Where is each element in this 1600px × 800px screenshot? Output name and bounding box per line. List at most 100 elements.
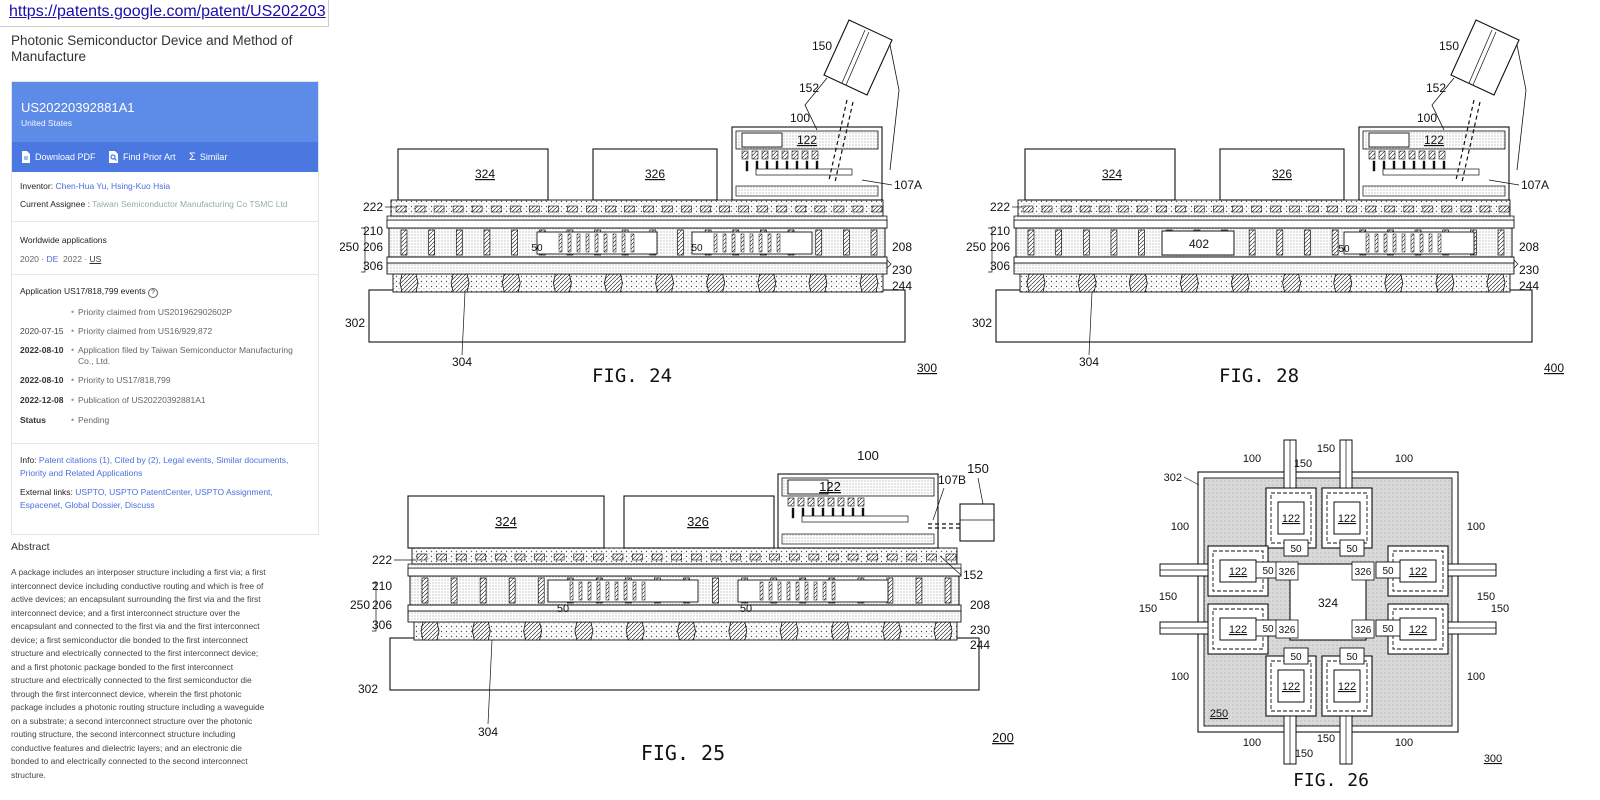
drawing-shape bbox=[569, 581, 574, 601]
reference-label: 222 bbox=[363, 200, 383, 214]
reference-label: 302 bbox=[972, 316, 992, 330]
drawing-shape bbox=[731, 233, 736, 253]
drawing-shape bbox=[407, 610, 962, 623]
info-links[interactable]: Patent citations (1), Cited by (2), Lega… bbox=[20, 455, 289, 478]
event-bullet-icon: • bbox=[71, 326, 75, 336]
reference-label: 222 bbox=[372, 553, 392, 567]
drawing-shape bbox=[1013, 262, 1515, 275]
drawing-shape bbox=[787, 497, 795, 507]
drawing-shape bbox=[548, 205, 559, 213]
solder-bump bbox=[604, 273, 623, 293]
solder-bump bbox=[933, 621, 953, 641]
reference-label: 152 bbox=[799, 81, 819, 95]
drawing-shape bbox=[713, 233, 718, 253]
drawing-shape bbox=[1388, 150, 1396, 160]
leader-line bbox=[988, 227, 993, 273]
drawing-shape bbox=[1024, 148, 1176, 201]
help-icon[interactable]: ? bbox=[148, 288, 159, 298]
drawing-shape bbox=[400, 229, 408, 256]
find-prior-art-button[interactable]: Find Prior Art bbox=[108, 151, 176, 163]
reference-label: 150 bbox=[1491, 603, 1509, 615]
worldwide-year-2022: 2022 bbox=[63, 254, 82, 264]
external-links[interactable]: USPTO, USPTO PatentCenter, USPTO Assignm… bbox=[20, 487, 273, 510]
assignee-value[interactable]: Taiwan Semiconductor Manufacturing Co TS… bbox=[92, 199, 288, 209]
leader-line bbox=[1513, 259, 1519, 269]
solder-bump bbox=[523, 621, 543, 641]
drawing-shape bbox=[1401, 233, 1406, 253]
find-prior-art-label: Find Prior Art bbox=[123, 152, 176, 162]
solder-bump bbox=[757, 273, 777, 293]
url-link[interactable]: https://patents.google.com/patent/US2022… bbox=[9, 3, 326, 20]
solder-bump bbox=[1282, 273, 1301, 293]
drawing-shape bbox=[1027, 229, 1035, 256]
drawing-shape bbox=[749, 553, 761, 561]
drawing-shape bbox=[534, 553, 545, 561]
drawing-shape bbox=[730, 553, 741, 561]
drawing-shape bbox=[857, 497, 865, 507]
drawing-shape bbox=[1375, 619, 1401, 637]
worldwide-label: Worldwide applications bbox=[20, 235, 107, 245]
info-row: Info: Patent citations (1), Cited by (2)… bbox=[20, 454, 306, 480]
drawing-shape bbox=[945, 553, 957, 561]
drawing-shape bbox=[528, 205, 540, 213]
drawing-shape bbox=[828, 553, 839, 561]
drawing-shape bbox=[1497, 229, 1505, 256]
event-text: Priority to US17/818,799 bbox=[78, 375, 171, 385]
drawing-shape bbox=[811, 150, 819, 160]
leader-line bbox=[1472, 31, 1497, 86]
inventor-label: Inventor: bbox=[20, 181, 54, 191]
leader-line bbox=[1468, 29, 1493, 84]
drawing-shape bbox=[867, 553, 878, 561]
reference-label: 250 bbox=[340, 240, 359, 254]
reference-label: 302 bbox=[358, 682, 378, 696]
drawing-shape bbox=[586, 205, 597, 213]
drawing-shape bbox=[1392, 233, 1397, 253]
drawing-shape bbox=[630, 233, 635, 253]
drawing-shape bbox=[814, 205, 826, 213]
reference-label: 402 bbox=[1189, 237, 1209, 251]
reference-label: 304 bbox=[478, 725, 498, 739]
drawing-shape bbox=[386, 262, 888, 275]
drawing-shape bbox=[1055, 229, 1062, 256]
event-date: 2020-07-15 bbox=[20, 326, 64, 336]
drawing-shape bbox=[677, 229, 684, 256]
drawing-shape bbox=[1219, 148, 1345, 201]
drawing-shape bbox=[1419, 233, 1424, 253]
drawing-shape bbox=[592, 148, 718, 201]
worldwide-link-us[interactable]: US bbox=[89, 254, 102, 264]
drawing-shape bbox=[479, 577, 487, 604]
drawing-shape bbox=[1378, 150, 1386, 160]
reference-label: 306 bbox=[990, 259, 1010, 273]
solder-bump bbox=[1077, 273, 1097, 293]
url-bar[interactable]: https://patents.google.com/patent/US2022… bbox=[0, 0, 329, 27]
drawing-shape bbox=[1382, 168, 1480, 176]
drawing-shape bbox=[671, 553, 683, 561]
similar-button[interactable]: Σ Similar bbox=[189, 151, 227, 163]
drawing-shape bbox=[621, 233, 626, 253]
drawing-shape bbox=[795, 581, 800, 601]
drawing-shape bbox=[1110, 229, 1118, 256]
reference-label: 206 bbox=[363, 240, 383, 254]
inventor-link[interactable]: Chen-Hua Yu, Hsing-Kuo Hsia bbox=[55, 181, 171, 191]
reference-label: 244 bbox=[892, 279, 912, 293]
drawing-shape bbox=[710, 553, 722, 561]
download-pdf-button[interactable]: Download PDF bbox=[21, 151, 96, 163]
drawing-shape bbox=[452, 205, 464, 213]
drawing-shape bbox=[1422, 205, 1434, 213]
drawing-shape bbox=[414, 205, 426, 213]
drawing-shape bbox=[576, 233, 581, 253]
drawing-shape bbox=[1082, 229, 1090, 256]
drawing-shape bbox=[623, 495, 775, 549]
external-links-row: External links: USPTO, USPTO PatentCente… bbox=[20, 486, 306, 512]
drawing-shape bbox=[767, 233, 772, 253]
drawing-shape bbox=[758, 233, 763, 253]
reference-label: 50 bbox=[531, 243, 543, 254]
drawing-shape bbox=[1308, 205, 1319, 213]
assignee-label: Current Assignee : bbox=[20, 199, 90, 209]
drawing-shape bbox=[1017, 199, 1511, 217]
solder-bump bbox=[450, 273, 470, 293]
drawing-shape bbox=[1438, 150, 1446, 160]
worldwide-link-de[interactable]: DE bbox=[46, 254, 59, 264]
drawing-shape bbox=[587, 581, 592, 601]
drawing-shape bbox=[822, 581, 827, 601]
